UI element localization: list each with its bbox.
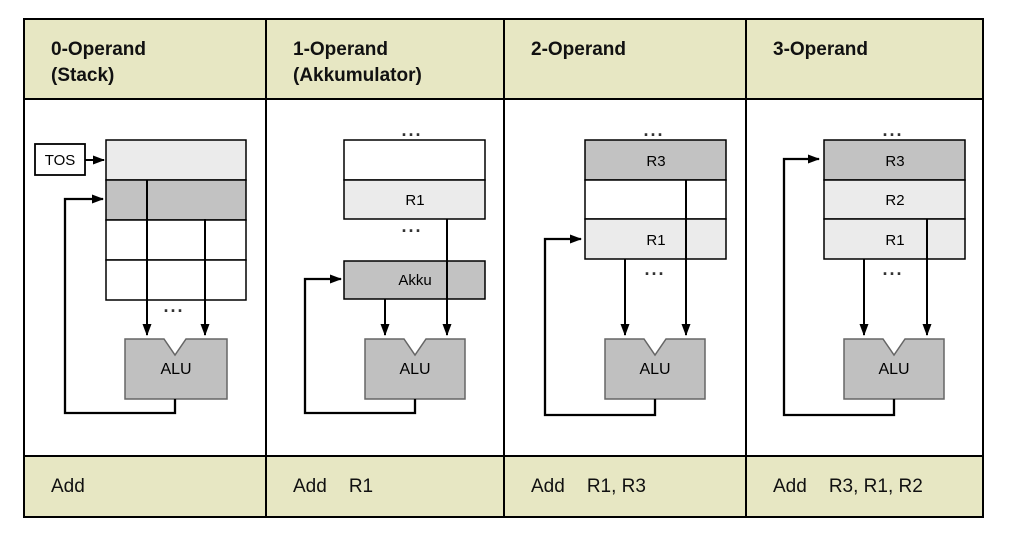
register-cell-r1 xyxy=(584,218,727,260)
ellipsis-top: ... xyxy=(643,120,664,140)
ellipsis-top: ... xyxy=(401,120,422,140)
stack-diagram-svg: TOS ... ALU xyxy=(34,139,247,415)
two-operand-diagram-svg: ... R3 R1 ... ALU xyxy=(543,120,727,417)
alu-shape xyxy=(604,338,706,400)
instruction-3-operand: Add R3, R1, R2 xyxy=(745,455,982,516)
instruction-2-operand: Add R1, R3 xyxy=(503,455,745,516)
operand-architecture-table: 0-Operand (Stack) 1-Operand (Akkumulator… xyxy=(23,18,984,518)
register-label-r1: R1 xyxy=(405,192,424,209)
register-cell-r3 xyxy=(584,139,727,181)
header-line1: 1-Operand xyxy=(293,39,389,60)
ellipsis-bottom: ... xyxy=(163,296,184,316)
tos-pointer: TOS xyxy=(34,143,105,176)
register-file: R3 R1 xyxy=(584,139,727,260)
instruction-mnemonic: Add xyxy=(773,475,807,497)
instruction-operands: R1, R3 xyxy=(586,475,646,497)
register-cell-r1 xyxy=(343,179,486,220)
alu-label: ALU xyxy=(399,361,430,378)
akku-box xyxy=(343,260,486,300)
writeback-loop xyxy=(63,194,177,415)
diagram-2-operand: ... R3 R1 ... ALU xyxy=(503,100,745,455)
register-label-r3: R3 xyxy=(646,153,665,170)
alu-label: ALU xyxy=(878,361,909,378)
header-0-operand: 0-Operand (Stack) xyxy=(25,20,265,100)
register-cell-r3 xyxy=(823,139,966,181)
writeback-loop xyxy=(782,154,896,417)
header-line1: 2-Operand xyxy=(531,39,627,60)
header-3-operand: 3-Operand xyxy=(745,20,982,100)
diagram-akkumulator: ... R1 ... Akku ALU xyxy=(265,100,503,455)
writeback-loop xyxy=(303,274,417,415)
tos-box xyxy=(34,143,86,176)
stack-cell-third xyxy=(105,219,247,261)
register-cell-empty xyxy=(584,179,727,220)
akku-label: Akku xyxy=(398,272,431,289)
stack-cell-second xyxy=(105,179,247,221)
register-label-r1: R1 xyxy=(885,232,904,249)
register-cell-r2 xyxy=(823,179,966,220)
instruction-mnemonic: Add xyxy=(531,475,565,497)
header-line2: (Stack) xyxy=(51,65,115,86)
header-line1: 0-Operand xyxy=(51,39,147,60)
three-operand-diagram-svg: ... R3 R2 R1 ... ALU xyxy=(782,120,966,417)
register-cell-r1 xyxy=(823,218,966,260)
alu-label: ALU xyxy=(639,361,670,378)
ellipsis-middle: ... xyxy=(401,216,422,236)
diagram-3-operand: ... R3 R2 R1 ... ALU xyxy=(745,100,982,455)
register-label-r3: R3 xyxy=(885,153,904,170)
header-line1: 3-Operand xyxy=(773,39,869,60)
ellipsis-middle: ... xyxy=(644,259,665,279)
alu-shape xyxy=(843,338,945,400)
register-file: R1 xyxy=(343,139,486,220)
header-2-operand: 2-Operand xyxy=(503,20,745,100)
alu-shape xyxy=(364,338,466,400)
alu-shape xyxy=(124,338,228,400)
ellipsis-middle: ... xyxy=(882,259,903,279)
instruction-akkumulator: Add R1 xyxy=(265,455,503,516)
diagram-stack: TOS ... ALU xyxy=(25,100,265,455)
register-file: R3 R2 R1 xyxy=(823,139,966,260)
header-line2: (Akkumulator) xyxy=(293,65,422,86)
akkumulator-diagram-svg: ... R1 ... Akku ALU xyxy=(303,120,486,415)
akku-register: Akku xyxy=(343,260,486,300)
instruction-stack: Add xyxy=(25,455,265,516)
instruction-mnemonic: Add xyxy=(293,475,327,497)
stack-cell-top xyxy=(105,139,247,181)
instruction-mnemonic: Add xyxy=(51,475,85,497)
tos-label: TOS xyxy=(45,152,76,169)
stack-cell-fourth xyxy=(105,259,247,301)
instruction-operands: R1 xyxy=(348,475,374,497)
register-cell-empty xyxy=(343,139,486,181)
alu-label: ALU xyxy=(160,361,191,378)
stack-register-file xyxy=(105,139,247,301)
header-1-operand: 1-Operand (Akkumulator) xyxy=(265,20,503,100)
register-label-r1: R1 xyxy=(646,232,665,249)
register-label-r2: R2 xyxy=(885,192,904,209)
instruction-operands: R3, R1, R2 xyxy=(828,475,923,497)
writeback-loop xyxy=(543,234,657,417)
ellipsis-top: ... xyxy=(882,120,903,140)
